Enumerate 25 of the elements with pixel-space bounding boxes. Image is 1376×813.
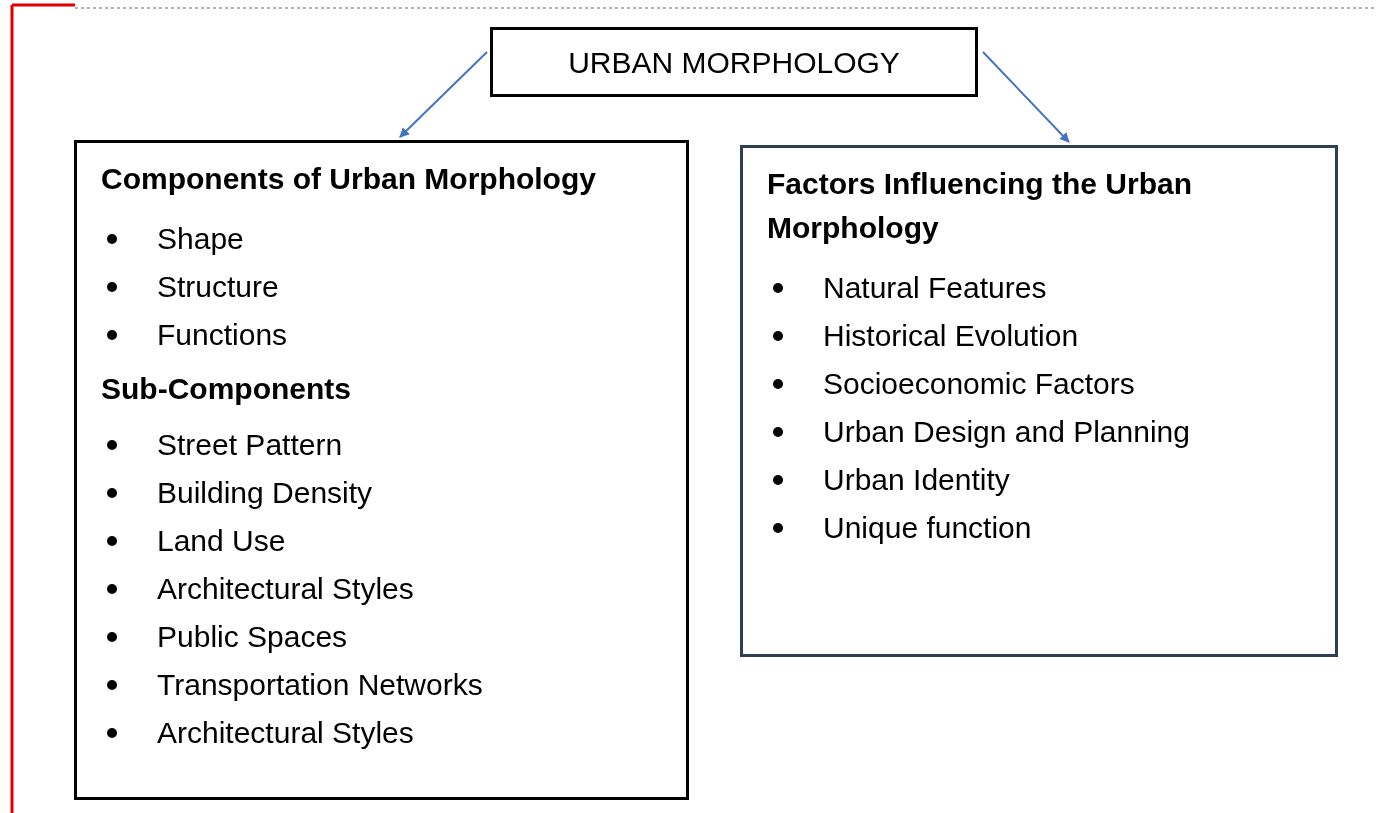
arrow	[398, 51, 488, 138]
list-item: Building Density	[157, 475, 373, 511]
list-item: Transportation Networks	[157, 667, 483, 703]
arrow	[982, 51, 1070, 143]
list-item: Unique function	[823, 510, 1032, 546]
list-item: Natural Features	[823, 270, 1047, 306]
list-item: Public Spaces	[157, 619, 348, 655]
list-item: Structure	[157, 269, 279, 305]
list-box	[740, 145, 1338, 657]
box-title: URBAN MORPHOLOGY	[568, 44, 900, 81]
list-item: Land Use	[157, 523, 286, 559]
section-heading: Components of Urban Morphology	[101, 161, 597, 197]
list-item: Architectural Styles	[157, 571, 414, 607]
section-heading: Factors Influencing the Urban Morphology	[767, 166, 1194, 246]
list-item: Street Pattern	[157, 427, 343, 463]
section-heading: Sub-Components	[101, 371, 352, 407]
list-item: Urban Identity	[823, 462, 1010, 498]
list-item: Functions	[157, 317, 288, 353]
title-box	[490, 27, 978, 97]
list-item: Shape	[157, 221, 244, 257]
list-item: Urban Design and Planning	[823, 414, 1190, 450]
list-item: Socioeconomic Factors	[823, 366, 1135, 402]
list-box	[74, 140, 689, 800]
list-item: Architectural Styles	[157, 715, 414, 751]
list-item: Historical Evolution	[823, 318, 1079, 354]
